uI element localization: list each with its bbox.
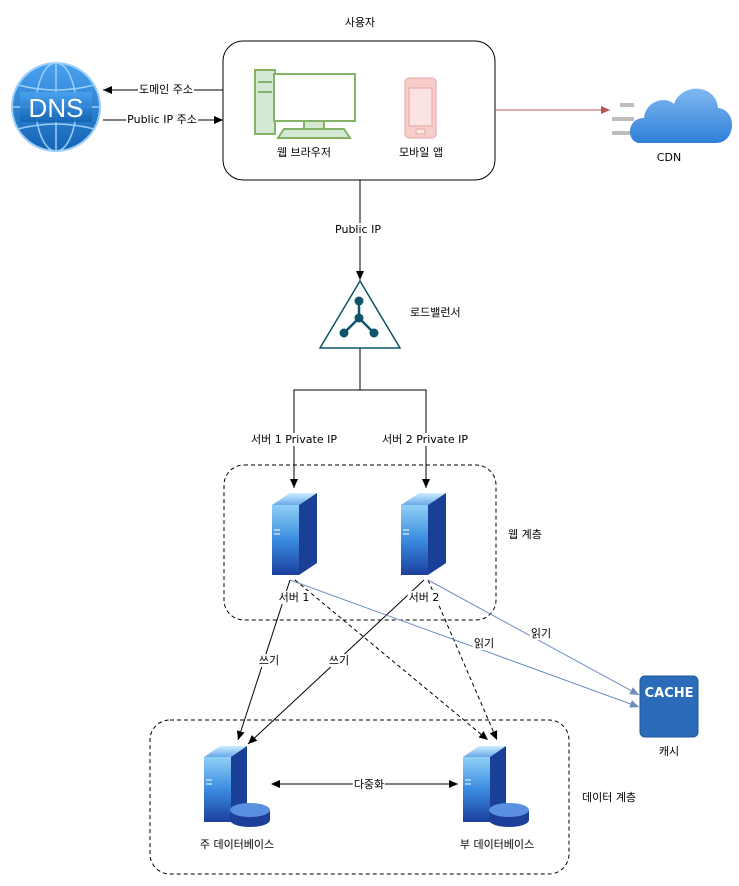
edge-lb-server2 [360,389,430,488]
server1-label: 서버 1 [277,591,311,604]
data-tier-label: 데이터 계층 [582,791,637,804]
server2-label: 서버 2 [407,591,441,604]
server-2-icon [401,493,446,575]
dns-icon-text: DNS [29,93,84,123]
cdn-label: CDN [656,151,682,164]
server1-private-ip-label: 서버 1 Private IP [250,433,338,446]
load-balancer-label: 로드밸런서 [410,306,461,319]
cache-icon: CACHE [639,675,699,738]
web-browser-label: 웹 브라우저 [276,146,332,159]
web-tier-box [223,464,497,621]
cdn-cloud-icon [612,88,733,143]
cache-icon-text: CACHE [645,686,694,701]
load-balancer-icon [318,279,402,349]
write1-label: 쓰기 [257,654,281,667]
dns-domain-edge-label: 도메인 주소 [137,83,195,96]
dns-globe-icon: DNS [10,61,102,153]
edge-read-secondary-2 [427,579,498,741]
read2-label: 읽기 [529,627,553,640]
edge-lb-server1 [290,348,361,488]
primary-db-label: 주 데이터베이스 [199,838,275,851]
web-tier-label: 웹 계층 [508,528,542,541]
server2-private-ip-label: 서버 2 Private IP [381,433,469,446]
desktop-computer-icon [254,69,356,139]
data-tier-box [149,719,570,875]
secondary-db-label: 부 데이터베이스 [459,838,535,851]
read1-label: 읽기 [472,637,496,650]
dns-public-ip-edge-label: Public IP 주소 [126,113,198,126]
edge-cache-read-1 [289,579,640,708]
server-1-icon [272,493,317,575]
mobile-app-label: 모바일 앱 [399,146,443,159]
secondary-database-icon [463,746,529,827]
write2-label: 쓰기 [327,654,351,667]
mobile-phone-icon [404,77,437,139]
public-ip-edge-label: Public IP [334,223,382,236]
edge-read-secondary-1 [294,579,489,741]
replication-label: 다중화 [352,778,386,791]
users-title: 사용자 [344,16,376,29]
cache-label: 캐시 [658,745,680,758]
primary-database-icon [204,746,270,827]
